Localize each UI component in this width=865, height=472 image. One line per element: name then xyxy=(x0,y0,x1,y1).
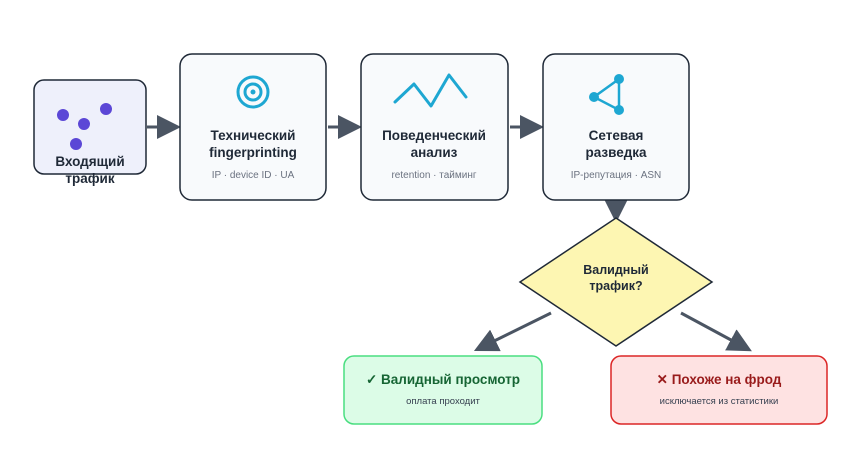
network-title-line1: Сетевая xyxy=(589,128,644,143)
arrow-decision-to-fraud xyxy=(680,311,752,352)
fingerprinting-subtitle: IP · device ID · UA xyxy=(212,170,295,181)
decision-diamond xyxy=(518,217,714,347)
network-icon xyxy=(589,74,624,115)
arrow-decision-to-valid xyxy=(473,311,552,352)
outcome-valid-view: ✓ Валидный просмотр оплата проходит xyxy=(343,355,543,425)
valid-title: ✓ Валидный просмотр xyxy=(366,372,520,387)
network-subtitle: IP-репутация · ASN xyxy=(571,170,662,181)
fraud-box xyxy=(610,355,828,425)
dots-icon xyxy=(57,103,112,150)
behavior-box xyxy=(360,53,509,201)
fingerprinting-box xyxy=(179,53,327,201)
network-title-line2: разведка xyxy=(585,145,647,160)
fingerprinting-title-line1: Технический xyxy=(211,128,296,143)
source-box xyxy=(33,79,147,175)
network-box xyxy=(542,53,690,201)
fingerprinting-title-line2: fingerprinting xyxy=(209,145,297,160)
node-incoming-traffic: Входящий трафик xyxy=(33,79,147,186)
valid-subtitle: оплата проходит xyxy=(406,396,480,407)
decision-line1: Валидный xyxy=(583,263,648,277)
behavior-title-line2: анализ xyxy=(411,145,458,160)
fraud-title: ✕ Похоже на фрод xyxy=(657,372,782,387)
source-label-line1: Входящий xyxy=(55,154,124,169)
decision-valid-traffic: Валидный трафик? xyxy=(518,217,714,347)
valid-box xyxy=(343,355,543,425)
behavior-subtitle: retention · тайминг xyxy=(391,170,476,181)
node-network-recon: Сетевая разведка IP-репутация · ASN xyxy=(542,53,690,201)
node-fingerprinting: Технический fingerprinting IP · device I… xyxy=(179,53,327,201)
connectors xyxy=(147,115,752,352)
source-label-line2: трафик xyxy=(65,171,114,186)
behavior-title-line1: Поведенческий xyxy=(382,128,486,143)
decision-line2: трафик? xyxy=(589,279,642,293)
outcome-fraud: ✕ Похоже на фрод исключается из статисти… xyxy=(610,355,828,425)
zigzag-icon xyxy=(393,73,468,108)
target-icon xyxy=(236,75,270,109)
fraud-subtitle: исключается из статистики xyxy=(660,396,779,407)
node-behavior-analysis: Поведенческий анализ retention · тайминг xyxy=(360,53,509,201)
